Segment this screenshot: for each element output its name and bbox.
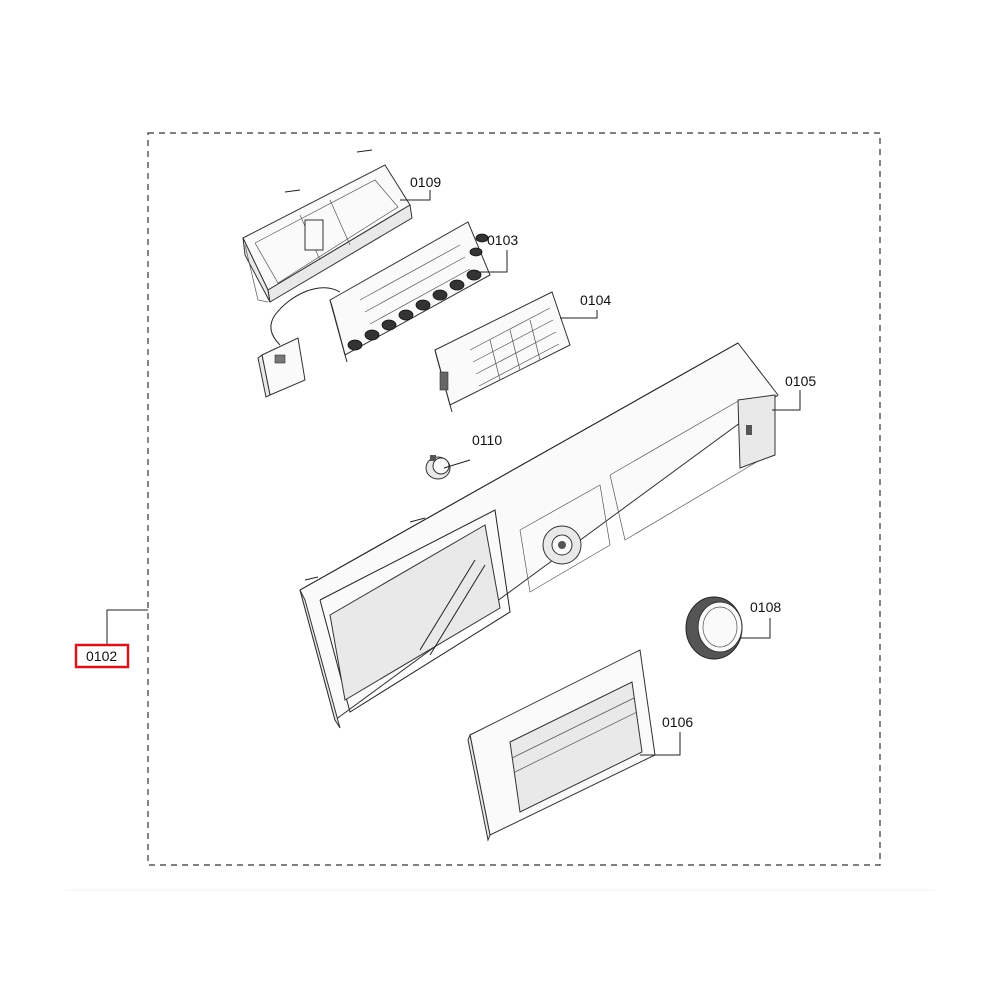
assembly-boundary bbox=[147, 132, 881, 866]
callout-0106: 0106 bbox=[662, 714, 693, 730]
part-0104-display-module bbox=[434, 291, 571, 413]
part-0108-knob bbox=[685, 596, 743, 660]
leader-lines bbox=[106, 190, 801, 756]
callout-0109: 0109 bbox=[410, 174, 441, 190]
callout-0102[interactable]: 0102 bbox=[86, 648, 117, 664]
callout-0104: 0104 bbox=[580, 292, 611, 308]
part-0103-pcb bbox=[257, 221, 491, 398]
callout-0110: 0110 bbox=[472, 432, 502, 448]
part-0105-fascia bbox=[299, 342, 779, 729]
callout-0102-highlight-box[interactable] bbox=[74, 643, 130, 669]
part-0110-knob bbox=[425, 455, 451, 480]
part-0106-drawer-handle bbox=[467, 649, 656, 842]
part-0109-frame bbox=[242, 149, 413, 303]
callout-0103: 0103 bbox=[487, 232, 518, 248]
callout-0105: 0105 bbox=[785, 373, 816, 389]
callout-0108: 0108 bbox=[750, 599, 781, 615]
